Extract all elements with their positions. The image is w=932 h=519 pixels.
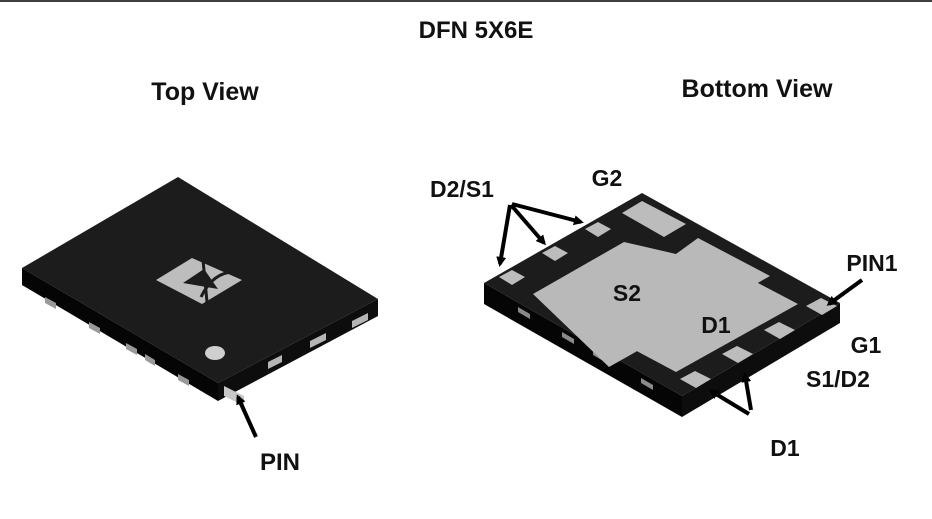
- d1-edge-pad: [680, 371, 711, 388]
- pin1-dot: [205, 346, 225, 360]
- side-pad: [89, 322, 100, 334]
- d2s1-pad: [499, 270, 525, 285]
- d1-arrow-1: [708, 389, 751, 416]
- d2s1-arrow-2: [509, 203, 546, 246]
- d1-pad: [633, 282, 798, 372]
- top-view-left-side: [22, 268, 218, 401]
- d1-bottom-label: D1: [770, 435, 800, 461]
- g1-edge-pad: [764, 322, 795, 339]
- s2-pad: [533, 238, 770, 367]
- d2s1-label: D2/S1: [430, 176, 494, 202]
- side-pad: [145, 354, 155, 366]
- package-title: DFN 5X6E: [419, 17, 534, 44]
- side-pad: [310, 333, 326, 348]
- pin-label: PIN: [260, 449, 300, 476]
- top-view-package: [22, 177, 378, 406]
- side-pad: [268, 355, 282, 369]
- g2-label: G2: [592, 165, 623, 191]
- bottom-view-package: [484, 193, 840, 417]
- pin-arrow: [236, 394, 258, 438]
- side-pad: [641, 378, 653, 390]
- d2s1-arrow-1: [496, 204, 512, 267]
- d1-arrow-2: [741, 372, 753, 411]
- s1d2-edge-pad: [722, 346, 753, 363]
- s1d2-label: S1/D2: [806, 366, 870, 392]
- side-pad: [45, 297, 56, 309]
- pin1-label: PIN1: [846, 250, 897, 276]
- g1-label: G1: [851, 332, 882, 358]
- bottom-view-heading: Bottom View: [682, 75, 833, 103]
- pin1-arrow: [826, 278, 864, 306]
- side-pad: [126, 343, 137, 355]
- d2s1-pad: [585, 222, 611, 237]
- g2-pad: [622, 201, 686, 237]
- bottom-view-left-side: [484, 283, 682, 417]
- d1-pad-label: D1: [701, 312, 731, 338]
- side-pad: [352, 313, 368, 328]
- brand-logo: [156, 258, 242, 304]
- d2s1-arrow-3: [511, 202, 584, 226]
- top-view-heading: Top View: [151, 78, 259, 106]
- s2-label: S2: [613, 280, 641, 306]
- side-pad: [178, 374, 189, 386]
- side-pad: [518, 307, 530, 319]
- bottom-view-right-side: [682, 303, 840, 417]
- d2s1-pad: [542, 246, 568, 261]
- side-pad: [562, 332, 574, 344]
- top-view-right-side: [218, 299, 378, 401]
